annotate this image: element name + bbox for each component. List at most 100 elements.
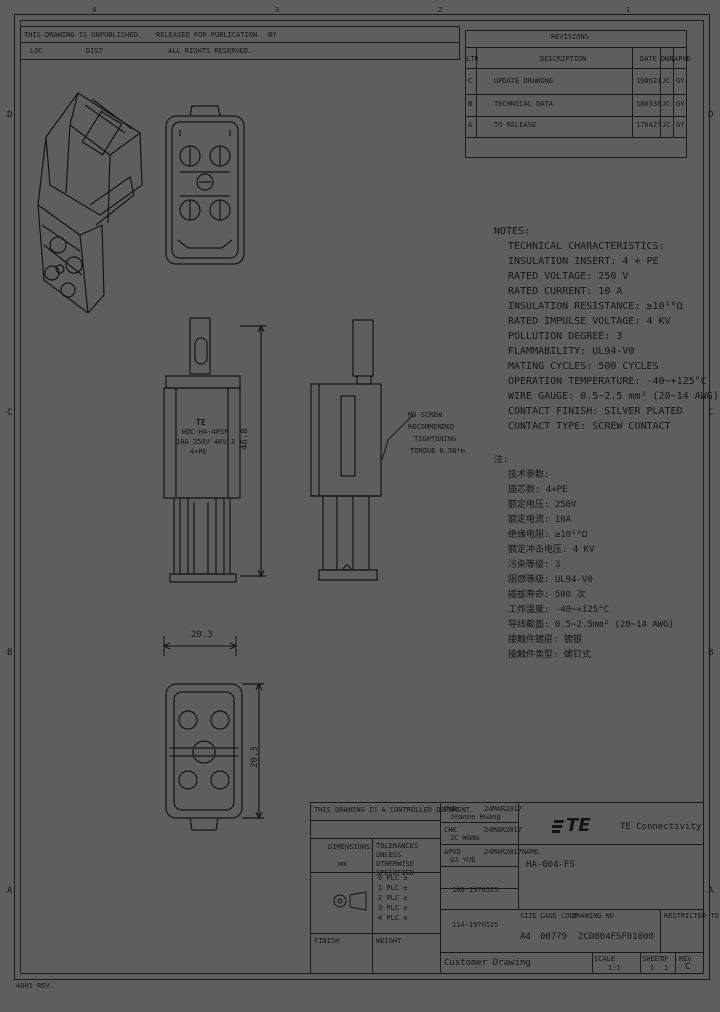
rev-ltr: B bbox=[468, 100, 473, 108]
screw-note-1: M3 SCREW bbox=[408, 411, 442, 419]
rev-ltr: A bbox=[468, 121, 473, 129]
appr-date: 24MAR2017 bbox=[484, 848, 522, 856]
header-released: RELEASED FOR PUBLICATION bbox=[156, 31, 258, 39]
header-loc: LOC bbox=[30, 47, 43, 55]
top-view bbox=[165, 105, 245, 265]
zone-left-d: D bbox=[7, 110, 13, 120]
screw-note-3: TIGHTENING bbox=[414, 435, 457, 443]
rev-col-apvd: APVD bbox=[674, 55, 691, 63]
units-label: mm bbox=[338, 860, 347, 868]
notes-line: OPERATION TEMPERATURE: -40~+125°C bbox=[508, 376, 707, 387]
notes-line: RATED VOLTAGE: 250 V bbox=[508, 271, 629, 282]
label-model: HDC-HA-4FSF bbox=[182, 428, 229, 436]
tol-2: 2 PLC ± bbox=[378, 894, 408, 902]
label-rating: 10A 250V 4KV 3 bbox=[176, 438, 236, 446]
dimensions-label: DIMENSIONS: bbox=[328, 843, 375, 851]
cage-label: CAGE CODE bbox=[540, 912, 578, 920]
rev-col-date: DATE bbox=[640, 55, 657, 63]
notes-line: TECHNICAL CHARACTERISTICS: bbox=[508, 241, 665, 252]
notes-line: INSULATION RESISTANCE: ≥10¹⁰Ω bbox=[508, 301, 683, 312]
drawing-border bbox=[14, 14, 710, 980]
screw-note-2: RECOMMENDED bbox=[408, 423, 455, 431]
title-block bbox=[310, 802, 704, 974]
revisions-title: REVISIONS bbox=[551, 33, 589, 41]
appr-label: APVD bbox=[444, 848, 461, 856]
zone-top-3: 3 bbox=[275, 6, 280, 14]
zone-left-b: B bbox=[7, 648, 13, 658]
rev-col-dwn: DWN bbox=[661, 55, 674, 63]
cage-value: 00779 bbox=[540, 932, 568, 942]
customer-drawing: Customer Drawing bbox=[444, 958, 531, 968]
height-dimension: 46.8 bbox=[240, 428, 250, 450]
sheet-value: 1 bbox=[650, 964, 655, 972]
header-by: BY bbox=[268, 31, 277, 39]
header-left-block bbox=[20, 26, 460, 60]
header-rights: ALL RIGHTS RESERVED. bbox=[168, 47, 253, 55]
notes-line: CONTACT FINISH: SILVER PLATED bbox=[508, 406, 683, 417]
rev-label: REV bbox=[679, 955, 692, 963]
width-dimension-line bbox=[162, 636, 238, 656]
of-label: OF bbox=[660, 955, 669, 963]
rev-ltr: C bbox=[468, 77, 473, 85]
dwn-name: Jeanne Huang bbox=[450, 813, 501, 821]
restricted-label: RESTRICTED TO bbox=[664, 912, 719, 920]
rev-date: 180330 bbox=[636, 100, 662, 108]
footer-code: 4805 REV. bbox=[16, 982, 54, 990]
notes-line: WIRE GAUGE: 0.5~2.5 mm² (20~14 AWG) bbox=[508, 391, 719, 402]
rev-col-ltr: LTR bbox=[466, 55, 479, 63]
zone-right-d: D bbox=[708, 110, 714, 120]
cn-notes-line: 额定电流: 10A bbox=[508, 515, 572, 525]
tol-1: 1 PLC ± bbox=[378, 884, 408, 892]
weight-label: WEIGHT bbox=[376, 937, 402, 945]
rev-date: 170427 bbox=[636, 121, 662, 129]
product-spec-1: 108-1970525 bbox=[452, 886, 499, 894]
notes-line: MATING CYCLES: 500 CYCLES bbox=[508, 361, 659, 372]
tol-0: 0 PLC ± bbox=[378, 874, 408, 882]
rev-apvd: GY bbox=[676, 121, 685, 129]
title-copyright: THIS DRAWING IS A CONTROLLED DOCUMENT. bbox=[314, 806, 475, 814]
rev-dwn: JC bbox=[662, 77, 671, 85]
chk-label: CHK bbox=[444, 826, 457, 834]
scale-value: 1:1 bbox=[608, 964, 621, 972]
of-value: 1 bbox=[664, 964, 669, 972]
notes-line: FLAMMABILITY: UL94-V0 bbox=[508, 346, 635, 357]
cn-notes-line: 插拔寿命: 500 次 bbox=[508, 590, 586, 600]
header-dist: DIST bbox=[86, 47, 103, 55]
chk-date: 24MAR2017 bbox=[484, 826, 522, 834]
tol-4: 4 PLC ± bbox=[378, 914, 408, 922]
cn-notes-line: 接触件镀层: 镀银 bbox=[508, 635, 582, 645]
cn-notes-line: 接触件类型: 螺钉式 bbox=[508, 650, 591, 660]
depth-dimension: 20.3 bbox=[250, 746, 260, 768]
cn-notes-line: 额定电压: 250V bbox=[508, 500, 577, 510]
cn-notes-line: 插芯数: 4+PE bbox=[508, 485, 568, 495]
cn-notes-line: 技术参数: bbox=[508, 470, 550, 480]
front-view bbox=[163, 317, 266, 583]
rev-desc: TO RELEASE bbox=[494, 121, 537, 129]
screw-leader bbox=[381, 413, 415, 461]
bottom-view bbox=[165, 682, 264, 831]
zone-right-c: C bbox=[708, 408, 714, 418]
finish-label: FINISH bbox=[314, 937, 340, 945]
size-label: SIZE bbox=[520, 912, 537, 920]
header-unpublished: THIS DRAWING IS UNPUBLISHED. bbox=[24, 31, 143, 39]
tolerances-label: TOLERANCES UNLESS OTHERWISE SPECIFIED bbox=[376, 842, 419, 877]
dwg-value: 2CD004FSF01000 bbox=[578, 932, 654, 942]
rev-desc: TECHNICAL DATA bbox=[494, 100, 554, 108]
dwg-label: DRAWING NO bbox=[572, 912, 615, 920]
cn-notes-line: 阻燃等级: UL94-V0 bbox=[508, 575, 593, 585]
zone-top-1: 1 bbox=[626, 6, 631, 14]
rev-apvd: GY bbox=[676, 100, 685, 108]
notes-line: RATED IMPULSE VOLTAGE: 4 KV bbox=[508, 316, 671, 327]
zone-top-2: 2 bbox=[438, 6, 443, 14]
product-spec-2: 114-1970525 bbox=[452, 921, 499, 929]
te-logo-text: TE bbox=[566, 815, 591, 836]
notes-line: POLLUTION DEGREE: 3 bbox=[508, 331, 623, 342]
rev-desc: UPDATE DRAWING bbox=[494, 77, 554, 85]
rev-date: 190521 bbox=[636, 77, 662, 85]
notes-heading: NOTES: bbox=[494, 226, 531, 237]
sheet-label: SHEET bbox=[642, 955, 664, 963]
dwn-label: DWN bbox=[444, 805, 457, 813]
notes-line: RATED CURRENT: 10 A bbox=[508, 286, 623, 297]
name-label: NAME bbox=[522, 848, 539, 856]
zone-right-a: A bbox=[708, 886, 714, 896]
